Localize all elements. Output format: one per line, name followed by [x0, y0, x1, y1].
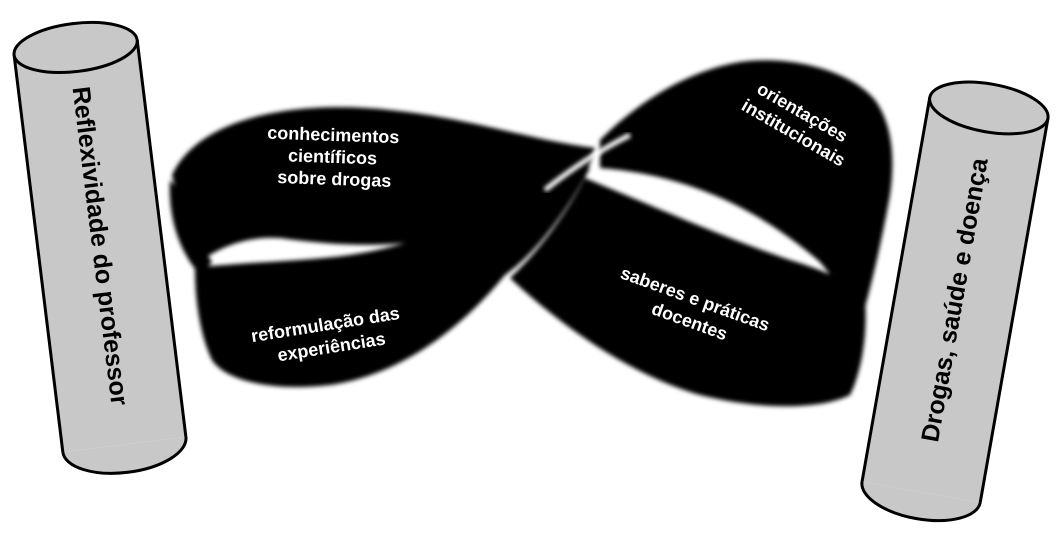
left-cylinder-bottom-rim	[61, 436, 188, 475]
right-cylinder-right-side	[978, 118, 1050, 503]
label-conhecimentos-line-3: sobre drogas	[277, 167, 392, 191]
label-conhecimentos-line-2: científicos	[288, 145, 378, 168]
left-cylinder: Reflexividade do professor	[12, 21, 188, 475]
right-cylinder-left-side	[860, 97, 932, 482]
band-lower-left	[195, 168, 590, 388]
right-cylinder-bottom-rim	[860, 481, 982, 523]
left-cylinder-top	[12, 21, 139, 74]
left-cylinder-body	[14, 39, 186, 453]
mobius-band	[169, 60, 893, 407]
left-cylinder-right-side	[135, 39, 188, 438]
label-conhecimentos-line-1: conhecimentos	[267, 123, 400, 148]
right-cylinder-top	[928, 80, 1050, 136]
band-upper-right	[600, 60, 893, 318]
right-cylinder-body	[862, 97, 1048, 503]
left-cylinder-left-side	[12, 54, 65, 453]
right-cylinder: Drogas, saúde e doença	[860, 80, 1050, 523]
label-conhecimentos: conhecimentos científicos sobre drogas	[266, 123, 405, 192]
band-lower-right	[510, 178, 866, 407]
band-left-curl	[169, 180, 212, 275]
band-crossing-highlight	[543, 132, 632, 192]
band-upper-left	[172, 107, 595, 258]
